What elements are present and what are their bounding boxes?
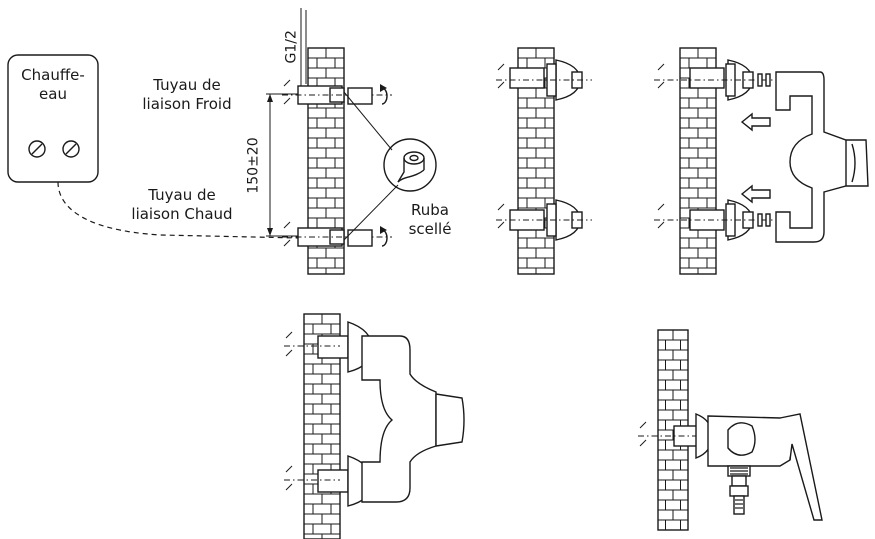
insert-arrow-icon [740,112,771,132]
sealing-tape-callout [343,91,437,241]
eccentric-fitting-bottom-2 [496,199,592,241]
eccentric-fitting-top-2 [496,59,592,101]
hot-pipe-label: Tuyau de liaison Chaud [131,186,233,223]
cold-pipe-label: Tuyau de liaison Froid [142,76,232,113]
hot-pipe-dashed-line [57,181,301,239]
dimension-lines [266,8,307,237]
heater-knob-right [62,140,80,158]
cold-elbow-fitting [282,79,392,105]
insert-arrow-icon [740,184,771,204]
water-heater-box [7,54,99,183]
heater-knob-left [28,140,46,158]
rotate-arrow-icon [380,84,388,105]
heater-label: Chauffe- eau [21,66,85,103]
thread-size-label: G1/2 [283,30,300,64]
sealing-tape-label: Ruba scellé [408,201,452,238]
hot-elbow-fitting [282,221,392,247]
eccentric-fitting-bottom-3 [654,199,790,241]
mixer-assembled-4 [284,321,465,507]
mixer-side-view-5 [638,412,823,521]
rotate-arrow-icon [380,226,388,247]
mixer-body-3 [775,71,869,243]
pipe-spacing-label: 150±20 [245,137,262,194]
eccentric-fitting-top-3 [654,59,790,101]
